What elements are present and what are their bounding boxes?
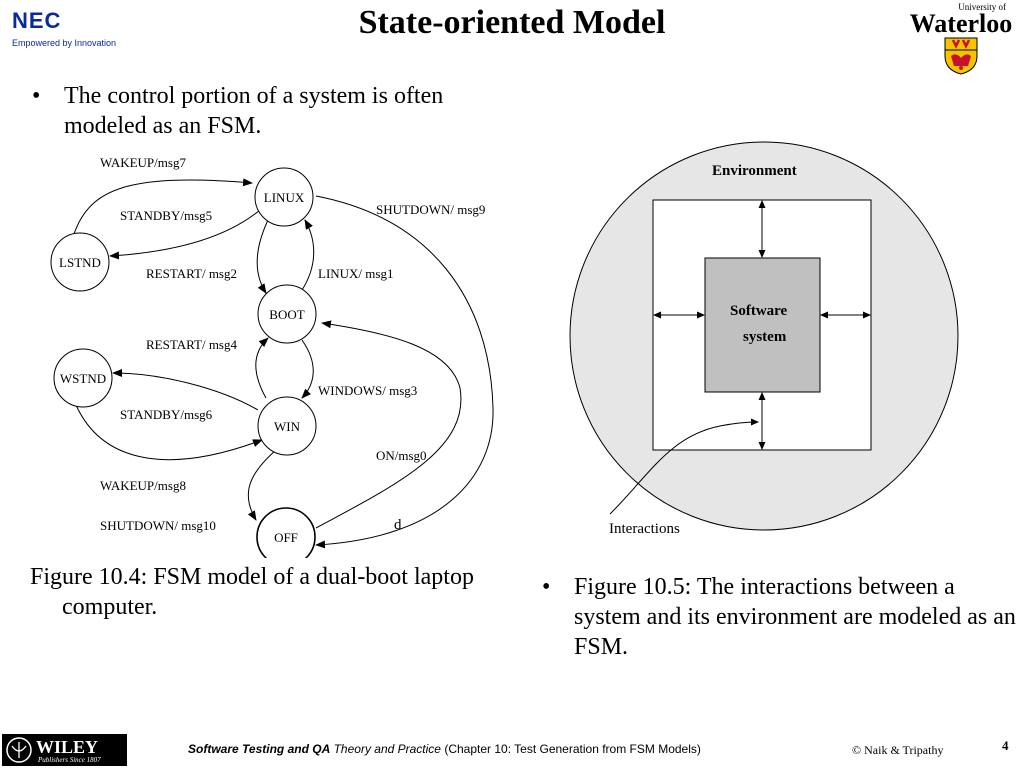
state-linux-circle	[254, 167, 314, 227]
wiley-logo-word: WILEY	[36, 737, 98, 757]
wiley-emblem-icon	[6, 737, 32, 763]
state-boot-label: BOOT	[269, 307, 304, 322]
slide-title: State-oriented Model	[358, 4, 666, 41]
footer-book-title: Software Testing and QA	[188, 742, 331, 756]
transition-wakeup7-label: WAKEUP/msg7	[100, 155, 186, 170]
nec-logo: NEC Empowered by Innovation	[12, 10, 122, 55]
bullet-dot-icon: •	[32, 83, 41, 109]
footer-chapter: (Chapter 10: Test Generation from FSM Mo…	[444, 742, 701, 756]
footer-book-subtitle: Theory and Practice	[333, 742, 441, 756]
transition-restart2-arrow	[256, 219, 269, 294]
transition-windows3-arrow	[301, 339, 314, 399]
transition-wakeup8-arrow	[75, 404, 263, 461]
wiley-logo-tagline: Publishers Since 1807	[37, 756, 101, 764]
top-bullet-list: • The control portion of a system is oft…	[32, 81, 472, 141]
software-label-line2: system	[743, 329, 787, 345]
interactions-label: Interactions	[609, 521, 680, 537]
transition-restart2-label: RESTART/ msg2	[146, 266, 237, 281]
wiley-logo-graphic: WILEY Publishers Since 1807	[6, 737, 101, 764]
page-number: 4	[1002, 738, 1009, 753]
bottom-bullet-list: • Figure 10.5: The interactions between …	[542, 572, 1018, 662]
environment-diagram: Environment Software system Interactions	[569, 141, 959, 537]
fsm-figure-caption: Figure 10.4: FSM model of a dual-boot la…	[30, 564, 474, 620]
footer-book-reference: Software Testing and QA Theory and Pract…	[188, 742, 701, 756]
transition-linux1-label: LINUX/ msg1	[318, 266, 393, 281]
bullet-dot-icon: •	[542, 574, 551, 600]
transition-restart4-label: RESTART/ msg4	[146, 337, 237, 352]
transition-restart4-arrow	[255, 337, 269, 399]
transition-wakeup7-arrow	[73, 178, 253, 235]
software-label-line1: Software	[730, 303, 788, 319]
transition-shutdown10-label: SHUTDOWN/ msg10	[100, 518, 216, 533]
state-boot-circle	[257, 284, 317, 344]
waterloo-logo: University of Waterloo	[902, 2, 1020, 75]
transition-shutdown9-label: SHUTDOWN/ msg9	[376, 202, 485, 217]
waterloo-logo-word: Waterloo	[909, 9, 1013, 38]
transition-wakeup8-label: WAKEUP/msg8	[100, 478, 186, 493]
footer-copyright: © Naik & Tripathy	[852, 743, 944, 757]
bullet-text: Figure 10.5: The interactions between a …	[574, 574, 1016, 660]
waterloo-crest-icon	[944, 37, 978, 75]
transition-on0-label: ON/msg0	[376, 448, 427, 463]
transition-standby5-arrow	[109, 209, 261, 260]
transition-d-label: d	[394, 517, 402, 533]
transition-standby6-label: STANDBY/msg6	[120, 407, 213, 422]
state-lstnd-circle	[50, 232, 110, 292]
state-linux-label: LINUX	[264, 190, 305, 205]
bullet-item: • Figure 10.5: The interactions between …	[542, 572, 1018, 662]
state-off-circle	[256, 507, 316, 558]
waterloo-logo-small-text: University of	[958, 2, 1006, 12]
software-system-box	[704, 257, 821, 393]
interactions-pointer-line	[609, 418, 759, 515]
transition-shutdown9-arrow	[315, 195, 494, 549]
transition-windows3-label: WINDOWS/ msg3	[318, 383, 417, 398]
transition-linux1-arrow	[301, 219, 315, 291]
bullet-text: The control portion of a system is often…	[64, 83, 444, 139]
fsm-diagram: LINUX LSTND BOOT WSTND WIN OFF WAKEUP/ms…	[50, 155, 494, 558]
state-win-label: WIN	[274, 419, 301, 434]
bullet-item: • The control portion of a system is oft…	[32, 81, 472, 141]
nec-logo-tagline: Empowered by Innovation	[12, 38, 117, 48]
state-win-circle	[257, 396, 317, 456]
transition-shutdown10-arrow	[247, 449, 277, 521]
transition-standby5-label: STANDBY/msg5	[120, 208, 212, 223]
nec-logo-word: NEC	[12, 8, 62, 33]
state-wstnd-circle	[53, 348, 113, 408]
transition-standby6-arrow	[112, 369, 259, 411]
transition-on0-arrow	[315, 320, 462, 529]
wiley-logo: WILEY Publishers Since 1807	[2, 734, 127, 766]
environment-label: Environment	[712, 163, 797, 179]
state-wstnd-label: WSTND	[60, 371, 106, 386]
state-lstnd-label: LSTND	[59, 255, 101, 270]
state-off-label: OFF	[274, 530, 298, 545]
